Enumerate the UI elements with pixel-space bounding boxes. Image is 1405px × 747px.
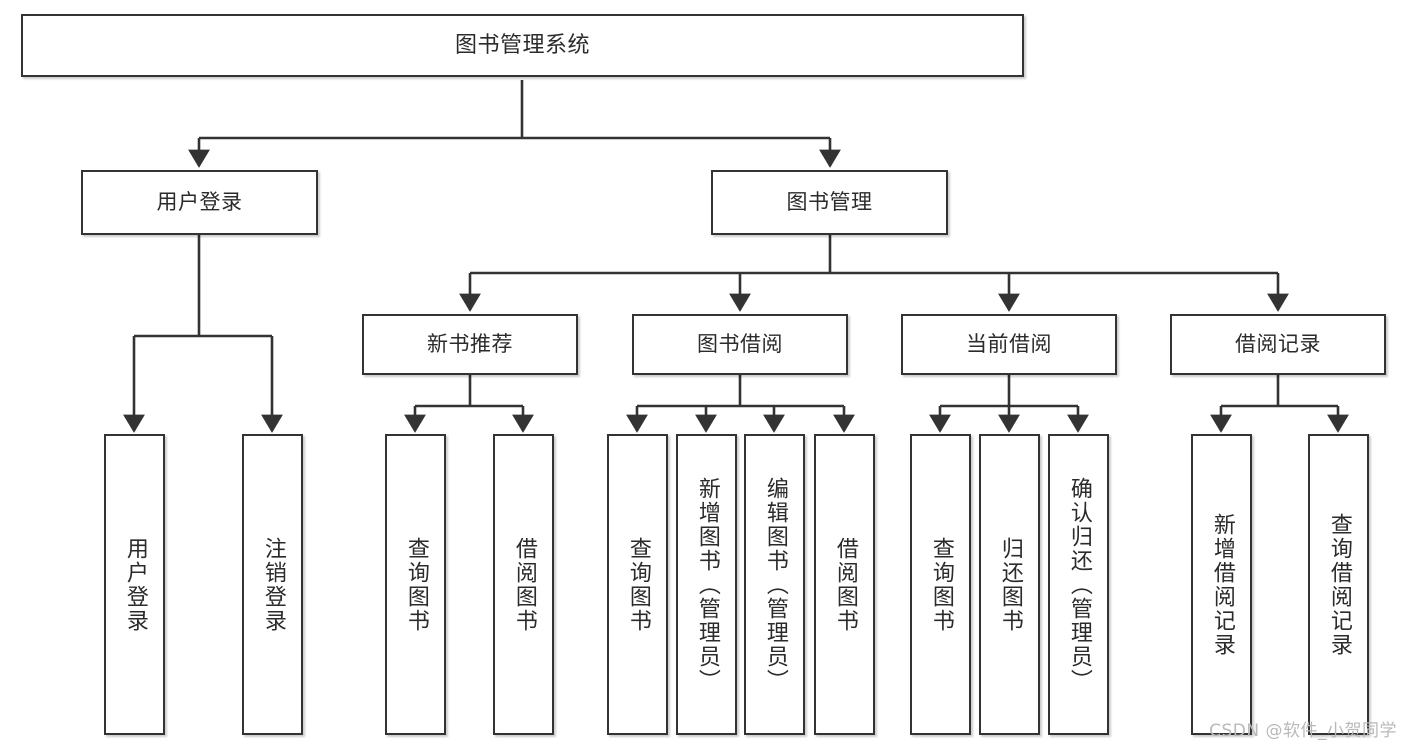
node-label: 查询图书 (403, 536, 429, 633)
node-leaf-query-book-borrow[interactable]: 查询图书 (607, 434, 668, 735)
node-borrow-record[interactable]: 借阅记录 (1170, 314, 1386, 375)
watermark-text: CSDN @软件_小贺同学 (1209, 721, 1397, 741)
node-leaf-confirm-return-admin[interactable]: 确认归还（管理员） (1048, 434, 1109, 735)
node-leaf-borrow-book-recommend[interactable]: 借阅图书 (493, 434, 554, 735)
node-label: 当前借阅 (966, 332, 1052, 357)
node-label: 图书管理 (786, 190, 873, 215)
node-root-book-management-system[interactable]: 图书管理系统 (21, 14, 1024, 77)
node-label: 借阅图书 (832, 536, 858, 633)
node-label: 查询图书 (625, 536, 651, 633)
node-label: 借阅图书 (511, 536, 537, 633)
node-label: 图书借阅 (697, 332, 783, 357)
node-leaf-borrow-book[interactable]: 借阅图书 (814, 434, 875, 735)
node-leaf-add-borrow-record[interactable]: 新增借阅记录 (1191, 434, 1252, 735)
node-label: 用户登录 (122, 536, 148, 633)
node-leaf-query-book-recommend[interactable]: 查询图书 (385, 434, 446, 735)
node-user-login[interactable]: 用户登录 (81, 170, 318, 235)
node-book-borrow[interactable]: 图书借阅 (632, 314, 848, 375)
node-label: 归还图书 (997, 536, 1023, 633)
node-leaf-query-book-current[interactable]: 查询图书 (910, 434, 971, 735)
node-label: 确认归还（管理员） (1066, 476, 1092, 693)
node-label: 借阅记录 (1235, 332, 1321, 357)
node-label: 注销登录 (260, 536, 286, 633)
node-label: 新书推荐 (427, 332, 513, 357)
node-label: 新增图书（管理员） (694, 476, 720, 693)
node-label: 新增借阅记录 (1209, 512, 1235, 657)
node-label: 查询图书 (928, 536, 954, 633)
node-current-borrow[interactable]: 当前借阅 (901, 314, 1117, 375)
node-label: 用户登录 (156, 190, 243, 215)
node-leaf-logout[interactable]: 注销登录 (242, 434, 303, 735)
node-book-management[interactable]: 图书管理 (711, 170, 948, 235)
node-leaf-edit-book-admin[interactable]: 编辑图书（管理员） (744, 434, 805, 735)
node-leaf-add-book-admin[interactable]: 新增图书（管理员） (676, 434, 737, 735)
node-label: 编辑图书（管理员） (762, 476, 788, 693)
node-new-book-recommend[interactable]: 新书推荐 (362, 314, 578, 375)
node-leaf-return-book[interactable]: 归还图书 (979, 434, 1040, 735)
node-leaf-query-borrow-record[interactable]: 查询借阅记录 (1308, 434, 1369, 735)
node-label: 查询借阅记录 (1326, 512, 1352, 657)
node-label: 图书管理系统 (454, 32, 590, 58)
node-leaf-user-login[interactable]: 用户登录 (104, 434, 165, 735)
